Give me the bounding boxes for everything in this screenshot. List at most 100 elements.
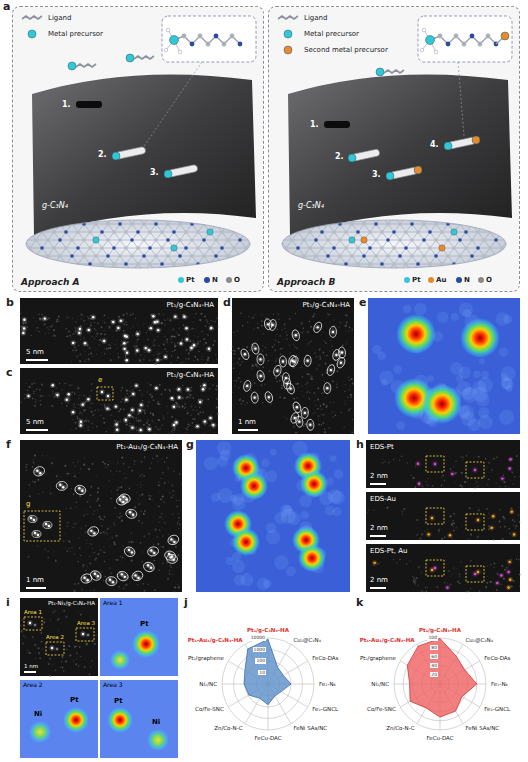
radar-category: FeCu-DAC	[426, 735, 453, 741]
eds-channel: EDS-Pt	[370, 443, 394, 451]
scale-label: 1 nm	[26, 576, 44, 584]
approach-title: Approach A	[21, 277, 79, 287]
scale-label: 2 nm	[370, 576, 388, 584]
panel-letter: h	[356, 439, 364, 452]
intensity-map-panel: Area 3 PtNi	[100, 680, 178, 758]
legend-item: N	[456, 276, 470, 284]
intensity-map-panel: Area 2NiPt	[20, 680, 98, 758]
axis-tick: 1000	[253, 647, 266, 652]
eds-channel: EDS-Au	[370, 495, 396, 503]
axis-tick: 100	[255, 658, 266, 663]
legend-item: Second metal precursor	[304, 46, 388, 54]
legend-swatch	[478, 277, 484, 283]
radar-category: Ni₂/NC	[199, 681, 217, 687]
radar-category: FeCo-DAs	[484, 655, 510, 661]
element-label: Pt	[114, 697, 122, 705]
panel-letter: i	[6, 597, 10, 610]
radar-category: FeNi SAs/NC	[466, 725, 500, 731]
legend-text: Second metal precursor	[304, 46, 388, 54]
stem-image	[20, 368, 219, 435]
panel-letter: e	[359, 297, 366, 310]
microscopy-image-panel: Pt₁-Au₁/g-C₃N₄-HA g 1 nm	[20, 440, 182, 592]
material-label: g-C₃N₄	[42, 201, 68, 210]
stem-image	[231, 298, 354, 434]
legend-item: N	[204, 276, 218, 284]
sample-name: Pt₁-Ni₁/g-C₃N₄-HA	[48, 600, 95, 606]
radar-category: Pt₁/g-C₃N₄-HA	[419, 627, 461, 633]
legend-item: Ligand	[304, 14, 327, 22]
radar-category: Co/Fe-SNC	[195, 706, 224, 712]
area-label: Area 3	[77, 620, 95, 626]
microscopy-image-panel: EDS-Au2 nm	[366, 492, 520, 540]
radar-category: Pt₁-Au₁/g-C₃N₄-HA	[360, 637, 415, 643]
eds-channel: EDS-Pt, Au	[370, 547, 407, 555]
microscopy-image-panel: Pt₁-Ni₁/g-C₃N₄-HAArea 1Area 2Area 31 nm	[20, 598, 98, 676]
scale-label: 5 nm	[26, 418, 44, 426]
legend-item: Metal precursor	[304, 30, 359, 38]
area-label: Area 3	[103, 682, 123, 689]
legend-swatch	[428, 277, 434, 283]
radar-category: Pt₂/graphene	[188, 655, 224, 661]
sample-name: Pt₁/g-C₃N₄-HA	[167, 301, 214, 309]
panel-letter: j	[184, 597, 188, 610]
radar-category: Fe₂-N₆	[491, 681, 508, 687]
panel-letter: a	[3, 1, 10, 14]
panel-letter: b	[6, 297, 14, 310]
stem-image	[366, 544, 521, 593]
zoom-marker: g	[26, 500, 30, 508]
radar-category: Fe₂-N₆	[319, 681, 336, 687]
element-label: Pt	[140, 620, 148, 628]
step-number: 2.	[98, 150, 107, 159]
element-label: Ni	[152, 718, 160, 726]
area-label: Area 2	[46, 634, 64, 640]
microscopy-image-panel: EDS-Pt2 nm	[366, 440, 520, 488]
legend-text: Pt	[186, 276, 194, 284]
legend-item: Au	[428, 276, 446, 284]
step-number: 1.	[62, 100, 71, 109]
axis-tick: 100	[427, 635, 438, 640]
radar-category: Ni₂/NC	[371, 681, 389, 687]
intensity-map	[196, 440, 350, 592]
legend-item: O	[226, 276, 240, 284]
legend-swatch	[178, 277, 184, 283]
stem-image	[20, 298, 219, 365]
stem-image	[20, 598, 98, 677]
legend-item: O	[478, 276, 492, 284]
legend-text: Pt	[412, 276, 420, 284]
radar-category: Pt₂/graphene	[360, 655, 396, 661]
radar-category: FeCu-DAC	[254, 735, 281, 741]
legend-swatch	[226, 277, 232, 283]
legend-text: O	[234, 276, 240, 284]
zoom-marker: e	[98, 376, 102, 384]
stem-image	[366, 492, 520, 541]
legend-text: Au	[436, 276, 446, 284]
sample-name: Pt₁/g-C₃N₄-HA	[167, 371, 214, 379]
microscopy-image-panel: Pt₁/g-C₃N₄-HA 5 nm	[20, 298, 218, 364]
legend-swatch	[456, 277, 462, 283]
step-number: 1.	[310, 120, 319, 129]
step-number: 3.	[150, 168, 159, 177]
legend-text: Metal precursor	[48, 30, 103, 38]
scale-label: 5 nm	[26, 348, 44, 356]
panel-letter: g	[186, 439, 194, 452]
approach-panel: Approach A	[12, 6, 264, 292]
axis-tick: 60	[430, 654, 438, 659]
legend-text: Metal precursor	[304, 30, 359, 38]
scale-label: 1 nm	[24, 663, 38, 669]
radar-category: Cu₂@C₃N₄	[294, 637, 321, 643]
sample-name: Pt₁-Au₁/g-C₃N₄-HA	[116, 443, 178, 451]
legend-item: Pt	[404, 276, 420, 284]
microscopy-image-panel: Pt₁/g-C₃N₄-HA1 nm	[232, 298, 354, 434]
synthesis-scheme	[268, 7, 526, 291]
radar-chart	[222, 638, 314, 730]
element-label: Ni	[34, 710, 42, 718]
panel-letter: c	[6, 367, 13, 380]
area-label: Area 1	[103, 600, 123, 607]
area-label: Area 2	[23, 682, 43, 689]
sample-name: Pt₁/g-C₃N₄-HA	[303, 301, 350, 309]
axis-tick: 20	[430, 672, 438, 677]
legend-swatch	[204, 277, 210, 283]
panel-letter: k	[356, 597, 363, 610]
microscopy-image-panel: Pt₁/g-C₃N₄-HA e 5 nm	[20, 368, 218, 434]
